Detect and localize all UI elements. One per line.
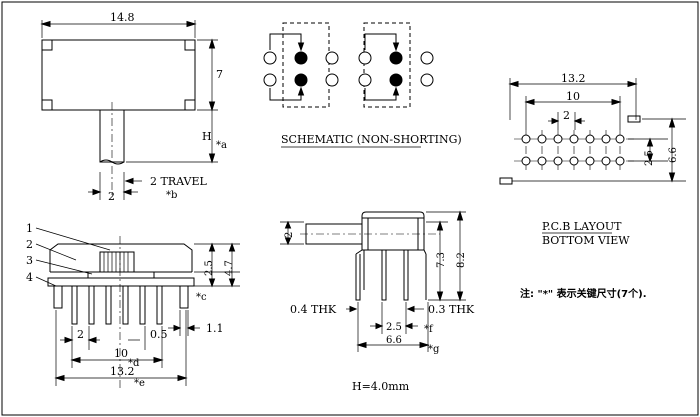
side-note-g: *g (428, 344, 440, 355)
side-dim-2-5: 2.5 (386, 322, 402, 333)
front-note-c: *c (196, 292, 207, 303)
pcb-title: P.C.B LAYOUT (542, 220, 622, 233)
pcb-pitch-label: 2 (563, 109, 570, 122)
front-dim-0-5: 0.5 (150, 328, 168, 341)
top-view: 14.8 7 H *a 2 2 TRAVEL (40, 11, 227, 203)
schematic: SCHEMATIC (NON-SHORTING) (263, 22, 462, 148)
front-dim-2: 2 (77, 328, 84, 341)
key-dimension-note: 注: "*" 表示关键尺寸(7个). (520, 287, 647, 300)
travel-gap-label: 2 (108, 190, 115, 203)
pcb-layout: 13.2 10 2 (499, 72, 686, 247)
side-dim-6-6: 6.6 (386, 335, 402, 346)
pcb-width-label: 13.2 (561, 72, 586, 85)
side-dim-8-2: 8.2 (456, 252, 467, 268)
callout-2: 2 (26, 238, 33, 251)
schematic-title: SCHEMATIC (NON-SHORTING) (281, 133, 462, 146)
h-value-label: H=4.0mm (352, 380, 410, 393)
front-note-d: *d (128, 358, 140, 369)
height-7-label: 7 (216, 68, 223, 81)
side-view: 2 7.3 8.2 0.4 THK 0.3 THK (280, 210, 475, 393)
side-dim-2: 2 (284, 232, 295, 238)
front-view: 1 2 3 4 (26, 222, 240, 390)
front-dim-13-2: 13.2 (110, 365, 135, 378)
front-note-e: *e (134, 378, 145, 389)
travel-label: 2 TRAVEL (150, 175, 207, 188)
side-dim-7-3: 7.3 (436, 252, 447, 268)
pcb-total-h-label: 6.6 (668, 147, 679, 163)
pcb-row-gap-label: 2.5 (644, 150, 655, 166)
side-thk-left: 0.4 THK (290, 303, 337, 316)
front-dim-1-1: 1.1 (206, 322, 224, 335)
front-dim-2-5: 2.5 (204, 260, 215, 276)
travel-note: *b (166, 190, 177, 201)
pcb-inner-label: 10 (566, 90, 580, 103)
callout-4: 4 (26, 271, 33, 284)
switch-body (41, 39, 196, 111)
h-label: H (202, 130, 212, 143)
h-note: *a (216, 140, 227, 151)
side-note-f: *f (424, 324, 434, 335)
callout-1: 1 (26, 222, 33, 235)
side-thk-right: 0.3 THK (428, 303, 475, 316)
width-14-8-label: 14.8 (110, 11, 135, 24)
front-dim-4-7: 4.7 (224, 260, 235, 276)
front-dim-10: 10 (114, 347, 128, 360)
callout-3: 3 (26, 254, 33, 267)
pcb-subtitle: BOTTOM VIEW (542, 234, 630, 247)
